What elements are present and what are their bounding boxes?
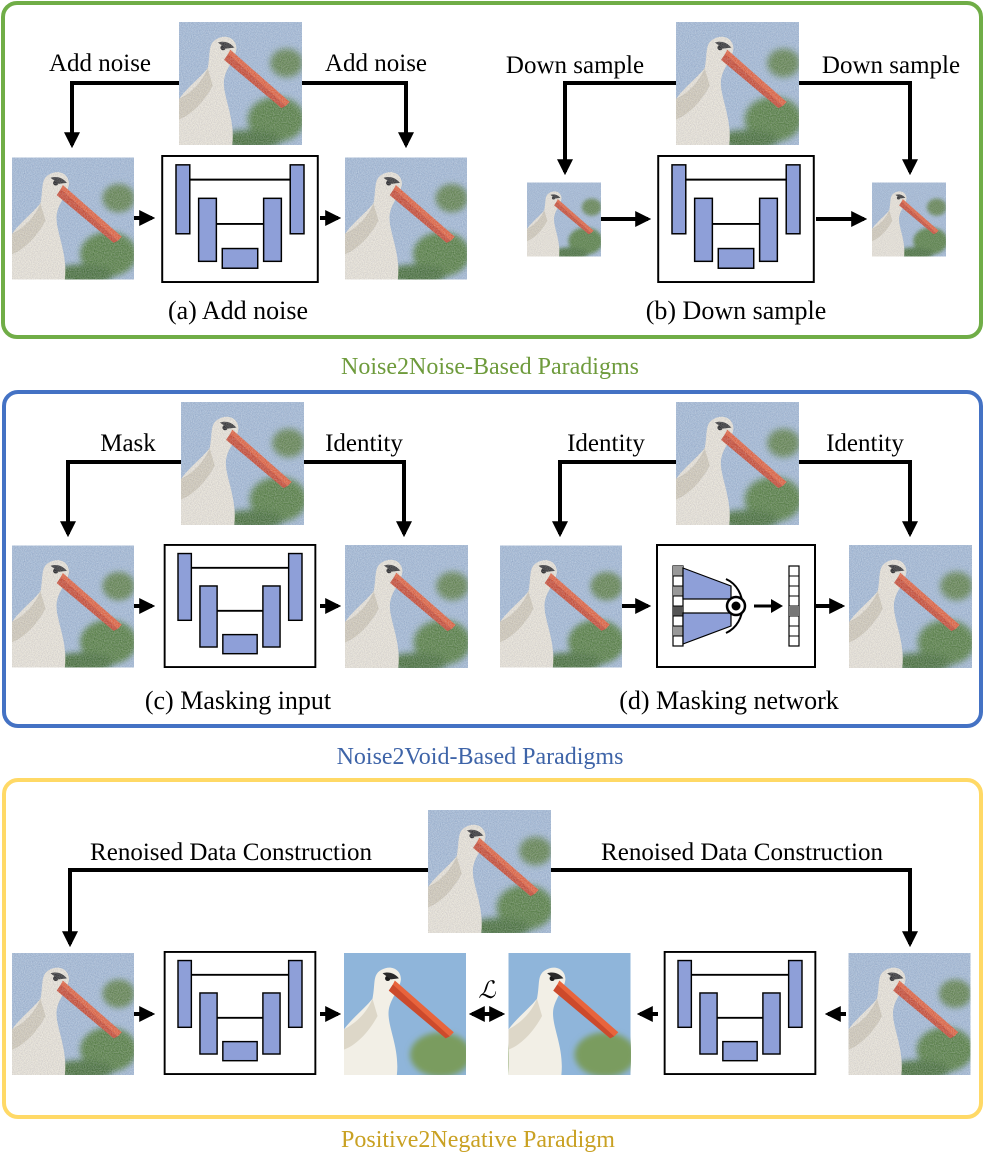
unet-icon — [162, 156, 318, 282]
arrow-a-left — [64, 81, 179, 149]
noise2noise-panel-border — [1, 1, 983, 339]
unet-icon — [665, 952, 816, 1074]
unet-icon — [165, 545, 316, 667]
caption-d: (d) Masking network — [619, 686, 839, 715]
arrow-c-left — [60, 460, 181, 538]
input-image-c — [179, 402, 307, 530]
noisy-image-c-right — [343, 545, 471, 673]
arrow-label-p2n-right: Renoised Data Construction — [601, 839, 883, 866]
arrow-label-c-right: Identity — [325, 430, 403, 457]
noisy-image-d-left — [498, 546, 625, 673]
input-image-b — [674, 22, 802, 150]
noisy-image-a-right — [343, 158, 470, 285]
arrow-label-d-right: Identity — [826, 430, 904, 457]
noisy-image-d-right — [847, 545, 975, 673]
caption-c: (c) Masking input — [145, 686, 332, 715]
caption-b: (b) Down sample — [646, 296, 827, 325]
noisy-image-a-left — [10, 158, 137, 285]
arrow-a-right — [302, 81, 414, 149]
positive2negative-title: Positive2Negative Paradigm — [341, 1127, 615, 1153]
arrow-b-left — [557, 81, 676, 176]
downsampled-image-b-left — [526, 183, 603, 260]
renoised-image-right — [846, 953, 973, 1080]
arrow-p2n-left — [62, 868, 428, 948]
arrow-d-right — [799, 460, 918, 538]
arrow-p2n-right — [551, 868, 918, 948]
positive2negative-panel-border — [2, 778, 983, 1119]
arrow-label-b-left: Down sample — [506, 52, 644, 79]
input-image-a — [177, 22, 305, 150]
unet-icon — [165, 952, 316, 1074]
subfigure-a: Add noise Add noise (a) Add noise — [10, 22, 470, 325]
unet-icon — [658, 156, 814, 282]
arrow-label-d-left: Identity — [567, 430, 645, 457]
caption-a: (a) Add noise — [168, 296, 308, 325]
arrow-c-right — [304, 460, 412, 538]
noise2void-title: Noise2Void-Based Paradigms — [337, 744, 624, 770]
downsampled-image-b-right — [871, 183, 948, 260]
blind-spot-network-icon — [657, 545, 815, 667]
renoised-image-left — [10, 953, 137, 1080]
arrow-label-p2n-left: Renoised Data Construction — [90, 839, 372, 866]
subfigure-b: Down sample Down sample (b) Down sample — [506, 22, 960, 325]
noise2noise-title: Noise2Noise-Based Paradigms — [341, 354, 639, 380]
subfigure-d: Identity Identity (d) Masking network — [498, 402, 975, 715]
arrow-label-a-left: Add noise — [49, 50, 151, 77]
positive2negative-figure: Renoised Data Construction Renoised Data… — [10, 810, 974, 1080]
noise2void-panel-border — [2, 390, 983, 728]
arrow-b-right — [799, 81, 918, 176]
arrow-d-left — [552, 460, 676, 538]
arrow-label-b-right: Down sample — [822, 52, 960, 79]
denoised-image-left — [337, 953, 471, 1077]
subfigure-c: Mask Identity (c) Masking input — [10, 402, 471, 715]
input-image-d — [674, 402, 802, 530]
masked-image-c — [10, 546, 137, 673]
loss-symbol: ℒ — [478, 978, 496, 1004]
input-image-p2n — [426, 810, 554, 938]
denoised-image-right — [501, 953, 635, 1077]
arrow-label-c-left: Mask — [100, 430, 156, 457]
arrow-label-a-right: Add noise — [325, 50, 427, 77]
